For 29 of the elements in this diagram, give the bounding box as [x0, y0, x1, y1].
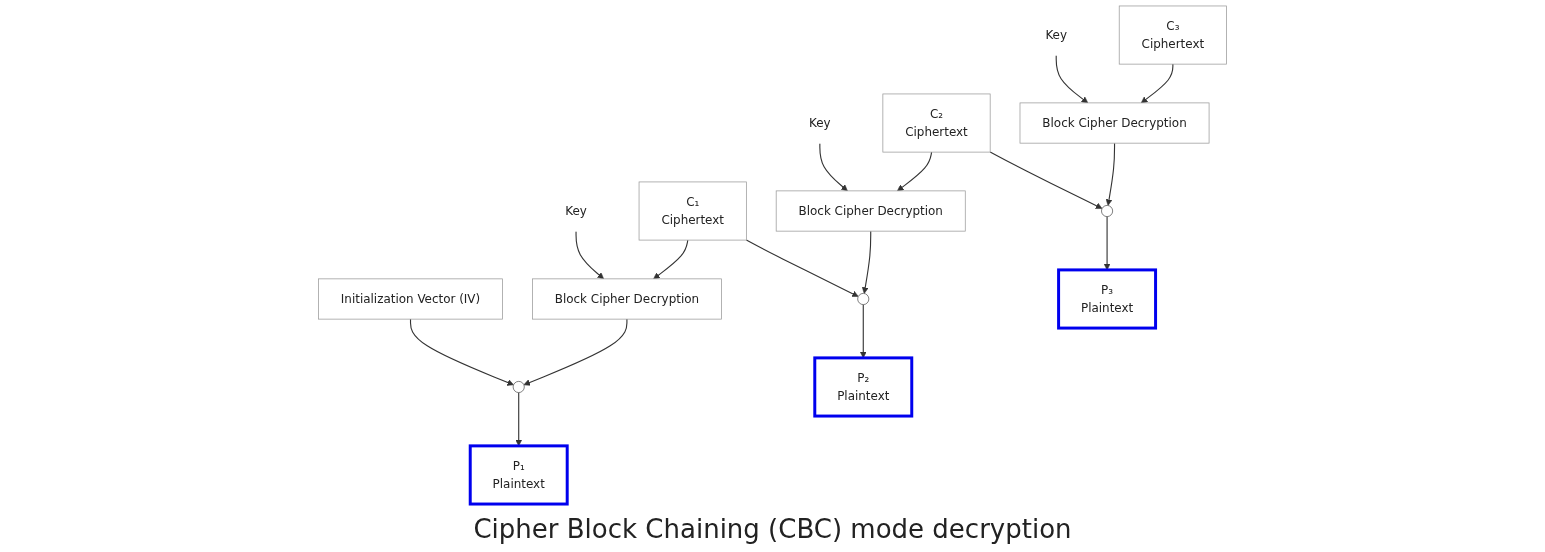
node-box: C₃ Ciphertext	[1118, 5, 1227, 65]
node-box: Block Cipher Decryption	[532, 278, 722, 320]
arrow	[409, 318, 514, 386]
caption: Cipher Block Chaining (CBC) mode decryption	[473, 513, 1072, 546]
node-box: P₁ Plaintext	[468, 444, 569, 506]
node-box: Block Cipher Decryption	[775, 190, 966, 232]
node-text: Key	[565, 203, 587, 218]
node-box: C₂ Ciphertext	[882, 93, 991, 153]
arrow	[653, 239, 689, 280]
arrow	[745, 239, 859, 297]
arrow	[523, 318, 628, 386]
node-text: Key	[809, 115, 831, 130]
arrow	[1055, 54, 1089, 104]
node-circle	[1101, 205, 1114, 217]
arrow	[989, 151, 1103, 209]
arrow	[1140, 63, 1174, 104]
arrow	[1105, 142, 1116, 206]
arrow	[819, 142, 848, 192]
arrow	[897, 151, 933, 192]
node-box: Initialization Vector (IV)	[318, 278, 503, 320]
arrow	[575, 230, 604, 280]
node-text: Key	[1045, 27, 1068, 42]
arrow	[861, 230, 872, 294]
node-circle	[512, 381, 525, 393]
node-box: P₂ Plaintext	[813, 356, 914, 418]
node-box: P₃ Plaintext	[1057, 268, 1158, 330]
node-box: Block Cipher Decryption	[1019, 102, 1210, 144]
node-box: C₁ Ciphertext	[638, 181, 747, 241]
node-circle	[857, 293, 870, 305]
